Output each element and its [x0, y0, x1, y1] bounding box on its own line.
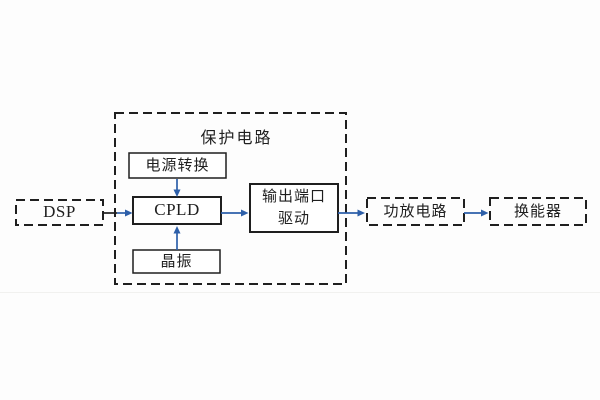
transducer-label: 换能器 — [513, 203, 562, 220]
crystal-oscillator-label: 晶振 — [160, 253, 193, 270]
faint-horizontal-artifact-line — [0, 292, 600, 293]
cpld-label: CPLD — [154, 200, 200, 220]
arrowhead-driver-to-amplifier — [357, 209, 365, 217]
output-port-driver-line1: 输出端口 — [261, 189, 326, 205]
output-port-driver-label: 输出端口 驱动 — [250, 184, 338, 232]
protection-circuit-title: 保护电路 — [200, 130, 273, 147]
arrowhead-power-to-cpld — [173, 189, 181, 197]
amplifier-circuit-label: 功放电路 — [383, 203, 448, 220]
power-conversion-label: 电源转换 — [145, 157, 210, 174]
arrowhead-amplifier-to-transducer — [481, 209, 489, 217]
output-port-driver-line2: 驱动 — [277, 211, 310, 227]
arrowhead-crystal-to-cpld — [173, 226, 181, 234]
dsp-label: DSP — [43, 202, 76, 222]
arrowhead-dsp-to-cpld — [125, 209, 133, 217]
arrowhead-cpld-to-driver — [241, 209, 249, 217]
